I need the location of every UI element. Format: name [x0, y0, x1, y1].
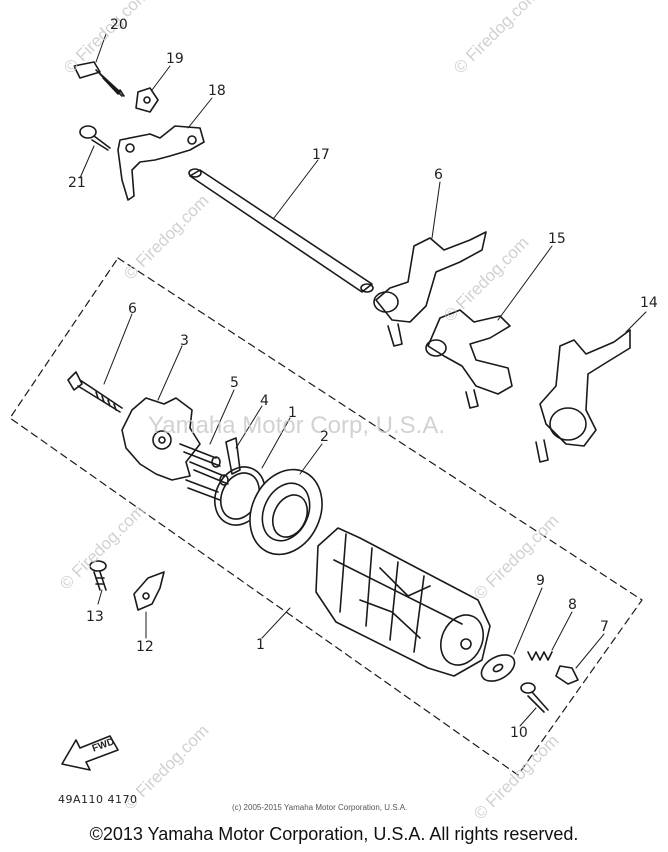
part-20-bolt — [73, 61, 125, 97]
callout-7: 7 — [600, 619, 609, 635]
callout-21: 21 — [68, 175, 86, 191]
part-10-screw — [520, 682, 549, 713]
callout-6: 6 — [128, 301, 137, 317]
callout-4: 4 — [260, 393, 269, 409]
callout-8: 8 — [568, 597, 577, 613]
part-5-pins — [179, 443, 229, 501]
part-8-spring — [527, 651, 553, 661]
callout-6: 6 — [434, 167, 443, 183]
part-6-long-bolt — [67, 371, 123, 413]
part-6-shift-fork — [373, 231, 487, 347]
footer-copyright: ©2013 Yamaha Motor Corporation, U.S.A. A… — [89, 824, 579, 844]
part-17-shaft — [188, 168, 374, 293]
callout-10: 10 — [510, 725, 528, 741]
part-15-shift-fork — [425, 309, 513, 409]
callout-1: 1 — [288, 405, 297, 421]
part-18-bracket — [117, 125, 205, 201]
part-21-screw — [79, 125, 111, 151]
part-code: 49A110 4170 — [58, 793, 138, 806]
callout-15: 15 — [548, 231, 566, 247]
watermark-corp: Yamaha Motor Corp, U.S.A. — [148, 412, 445, 439]
callout-19: 19 — [166, 51, 184, 67]
part-9-washer — [480, 654, 516, 682]
small-copyright: (c) 2005-2015 Yamaha Motor Corporation, … — [232, 803, 408, 812]
part-14-shift-fork — [535, 329, 631, 463]
part-13-screw — [89, 560, 107, 591]
callout-5: 5 — [230, 375, 239, 391]
part-7-plunger — [555, 665, 579, 685]
callout-12: 12 — [136, 639, 154, 655]
assembly-boundary — [9, 257, 643, 776]
callout-9: 9 — [536, 573, 545, 589]
callout-18: 18 — [208, 83, 226, 99]
part-2-bearing — [249, 468, 323, 556]
part-3-segment — [121, 397, 201, 481]
part-12-stopper-plate — [133, 571, 165, 611]
callout-14: 14 — [640, 295, 658, 311]
part-19-nut — [135, 87, 159, 113]
callout-17: 17 — [312, 147, 330, 163]
part-1-shift-drum — [315, 527, 491, 677]
callout-20: 20 — [110, 17, 128, 33]
fwd-arrow-icon — [61, 735, 119, 771]
callout-13: 13 — [86, 609, 104, 625]
callout-1: 1 — [256, 637, 265, 653]
callout-2: 2 — [320, 429, 329, 445]
callout-3: 3 — [180, 333, 189, 349]
